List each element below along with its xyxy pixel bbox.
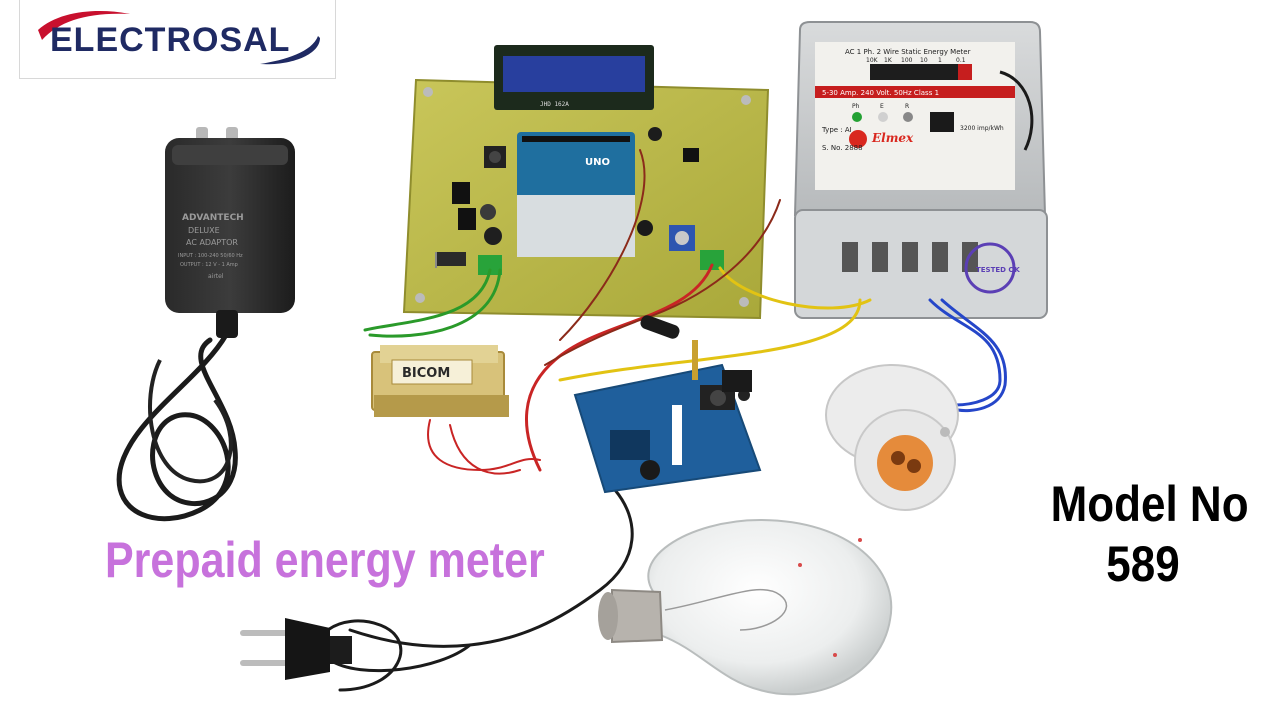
meter-digit-label: 10K xyxy=(866,57,879,64)
meter-imp: 3200 imp/kWh xyxy=(960,125,1004,132)
logo-text: ELECTROSAL xyxy=(50,21,291,59)
stamp-text: TESTED OK xyxy=(976,266,1020,274)
meter-digit-label: 1K xyxy=(884,57,893,64)
model-number: Model No 589 xyxy=(1050,474,1249,594)
meter-indicator-ph: Ph xyxy=(852,103,860,110)
adapter-line: airtel xyxy=(208,273,224,280)
meter-brand: Elmex xyxy=(871,131,914,145)
lcd-display: JHD 162A xyxy=(494,45,654,110)
adapter-line: DELUXE xyxy=(188,226,220,235)
transformer-label: BICOM xyxy=(402,366,450,381)
meter-counter: 10K 1K 100 10 1 0.1 xyxy=(866,57,972,80)
meter-digit-label: 0.1 xyxy=(956,57,966,64)
wiring xyxy=(318,149,1007,692)
ac-adapter: ADVANTECH DELUXE AC ADAPTOR INPUT : 100-… xyxy=(116,127,295,522)
lcd-label: JHD 162A xyxy=(540,101,569,108)
transformer: BICOM xyxy=(371,345,509,417)
meter-title: AC 1 Ph. 2 Wire Static Energy Meter xyxy=(845,48,971,56)
meter-digit-label: 1 xyxy=(938,57,942,64)
adapter-brand: ADVANTECH xyxy=(182,213,244,223)
logo-swoosh-icon xyxy=(38,11,320,65)
meter-indicator-e: E xyxy=(880,103,884,110)
bulb-holder xyxy=(825,364,959,511)
main-pcb: JHD 162A UNO xyxy=(402,45,770,320)
product-caption: Prepaid energy meter xyxy=(105,532,545,588)
arduino-label: UNO xyxy=(585,157,610,168)
adapter-line: OUTPUT : 12 V - 1 Amp xyxy=(180,262,238,268)
model-value: 589 xyxy=(1106,536,1180,592)
terminal-block xyxy=(842,242,978,272)
meter-rating: 5-30 Amp. 240 Volt. 50Hz Class 1 xyxy=(822,89,939,97)
tested-stamp: TESTED OK xyxy=(964,242,1020,294)
adapter-line: AC ADAPTOR xyxy=(186,238,238,247)
meter-digit-label: 100 xyxy=(901,57,913,64)
power-plug xyxy=(240,618,352,680)
light-bulb xyxy=(598,518,893,696)
energy-meter: AC 1 Ph. 2 Wire Static Energy Meter 10K … xyxy=(793,21,1048,319)
meter-digit-label: 10 xyxy=(920,57,928,64)
meter-type: Type : AI xyxy=(821,126,852,134)
arduino-board: UNO xyxy=(517,132,635,257)
brand-logo: ELECTROSAL xyxy=(19,0,336,79)
adapter-line: INPUT : 100-240 50/60 Hz xyxy=(178,253,243,259)
meter-indicator-r: R xyxy=(905,103,909,110)
meter-serial: S. No. 2888 xyxy=(822,144,863,152)
model-label: Model No xyxy=(1050,476,1249,532)
gsm-board xyxy=(573,315,762,494)
adapter-label: ADVANTECH DELUXE AC ADAPTOR INPUT : 100-… xyxy=(178,213,244,280)
